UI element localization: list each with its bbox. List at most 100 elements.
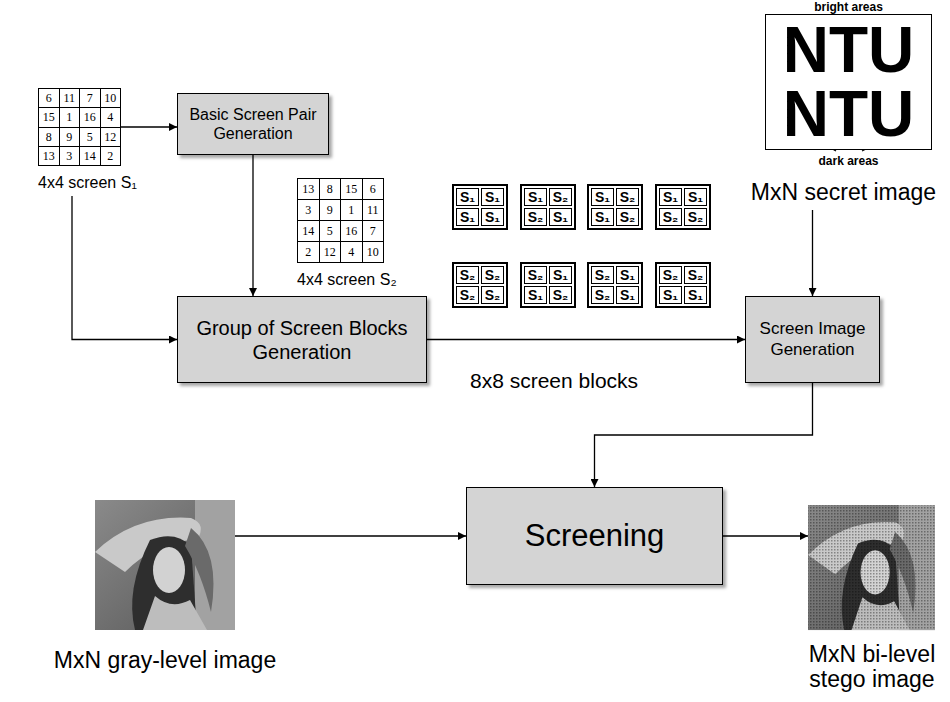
screen-matrix: 611710151164895121331424x4 screen S₁ (38, 88, 137, 192)
screen-cell: S₂ (659, 208, 682, 226)
screen-value: 5 (80, 128, 101, 147)
screen-table: 13815639111145167212410 (297, 178, 384, 263)
image-frame: MxN bi-level stego image (808, 505, 935, 630)
image-caption: MxN gray-level image (45, 646, 285, 674)
screen-matrix: 138156391111451672124104x4 screen S₂ (297, 178, 397, 289)
connector-arrow (595, 383, 813, 487)
screen-value: 9 (320, 200, 342, 221)
screen-cell: S₂ (456, 266, 479, 284)
screen-cell: S₁ (659, 188, 682, 206)
screen-caption: 4x4 screen S₂ (297, 271, 397, 289)
screen-value: 7 (363, 221, 385, 242)
screen-cell: S₁ (456, 208, 479, 226)
secret-image: bright areasNTUNTUdark areasMxN secret i… (765, 14, 932, 150)
screen-block: S₂S₂S₁S₁ (655, 262, 711, 308)
screen-value: 12 (320, 242, 342, 263)
connector-arrow (427, 339, 745, 340)
screen-cell: S₁ (684, 286, 707, 304)
screen-cell: S₂ (616, 208, 639, 226)
screen-cell: S₂ (591, 266, 614, 284)
screen-value: 12 (101, 128, 122, 147)
connector-arrow (121, 126, 177, 127)
screen-value: 14 (298, 221, 320, 242)
screen-block: S₁S₁S₂S₂ (655, 184, 711, 230)
screen-cell: S₁ (591, 208, 614, 226)
process-box: Group of Screen Blocks Generation (177, 296, 427, 383)
screen-value: 6 (363, 179, 385, 200)
connector-arrow (723, 535, 808, 536)
screen-cell: S₁ (481, 208, 504, 226)
secret-letters: NTU (766, 89, 931, 139)
screen-value: 1 (60, 108, 81, 127)
screen-cell: S₂ (659, 266, 682, 284)
process-box: Basic Screen Pair Generation (177, 93, 329, 155)
screen-block: S₁S₂S₂S₁ (520, 184, 576, 230)
process-label: Screen Image Generation (752, 319, 873, 360)
image-caption: MxN secret image (746, 178, 941, 206)
screen-value: 4 (341, 242, 363, 263)
screen-value: 9 (60, 128, 81, 147)
screen-cell: S₁ (616, 266, 639, 284)
screen-value: 7 (80, 89, 101, 108)
screen-cell: S₁ (549, 208, 572, 226)
screen-value: 5 (320, 221, 342, 242)
screen-value: 8 (320, 179, 342, 200)
screen-block: S₂S₂S₂S₂ (452, 262, 508, 308)
screen-cell: S₁ (456, 188, 479, 206)
halftone-dots (808, 505, 935, 630)
screen-value: 8 (39, 128, 60, 147)
screen-value: 1 (341, 200, 363, 221)
secret-letters: NTU (766, 25, 931, 75)
screen-value: 11 (60, 89, 81, 108)
caption-label: 8x8 screen blocks (470, 368, 638, 393)
screen-cell: S₂ (549, 188, 572, 206)
screen-value: 3 (298, 200, 320, 221)
area-label: dark areas (766, 154, 931, 168)
process-label: Group of Screen Blocks Generation (184, 316, 420, 364)
screen-cell: S₁ (659, 286, 682, 304)
connector-arrow (252, 155, 253, 296)
process-label: Basic Screen Pair Generation (184, 105, 322, 143)
screen-cell: S₂ (456, 286, 479, 304)
screen-value: 13 (298, 179, 320, 200)
screen-cell: S₂ (481, 286, 504, 304)
screen-cell: S₁ (591, 188, 614, 206)
screen-table: 61171015116489512133142 (38, 88, 121, 166)
screen-value: 4 (101, 108, 122, 127)
screen-value: 11 (363, 200, 385, 221)
screen-cell: S₁ (524, 188, 547, 206)
screen-value: 3 (60, 147, 81, 166)
screen-value: 2 (101, 147, 122, 166)
process-label: Screening (473, 517, 716, 554)
screen-cell: S₂ (524, 266, 547, 284)
screen-cell: S₁ (616, 286, 639, 304)
screen-value: 10 (363, 242, 385, 263)
screen-cell: S₂ (524, 208, 547, 226)
screen-cell: S₁ (524, 286, 547, 304)
screen-block: S₁S₁S₁S₁ (452, 184, 508, 230)
screen-cell: S₂ (481, 266, 504, 284)
screen-block: S₂S₁S₁S₂ (520, 262, 576, 308)
screen-value: 16 (341, 221, 363, 242)
connector-arrow (235, 535, 466, 536)
connector-arrow (72, 196, 177, 340)
screen-value: 13 (39, 147, 60, 166)
screen-value: 2 (298, 242, 320, 263)
screen-block: S₂S₁S₂S₁ (587, 262, 643, 308)
screen-caption: 4x4 screen S₁ (38, 174, 137, 192)
screen-cell: S₂ (591, 286, 614, 304)
screen-cell: S₁ (481, 188, 504, 206)
connector-arrow (812, 210, 813, 296)
screen-value: 6 (39, 89, 60, 108)
screen-cell: S₂ (684, 266, 707, 284)
area-label: bright areas (766, 0, 931, 14)
screen-value: 16 (80, 108, 101, 127)
screen-value: 14 (80, 147, 101, 166)
process-box: Screen Image Generation (745, 296, 880, 383)
screen-cell: S₂ (616, 188, 639, 206)
screen-value: 15 (39, 108, 60, 127)
screen-cell: S₁ (549, 266, 572, 284)
screen-cell: S₂ (549, 286, 572, 304)
screen-cell: S₁ (684, 188, 707, 206)
screen-block: S₁S₂S₁S₂ (587, 184, 643, 230)
